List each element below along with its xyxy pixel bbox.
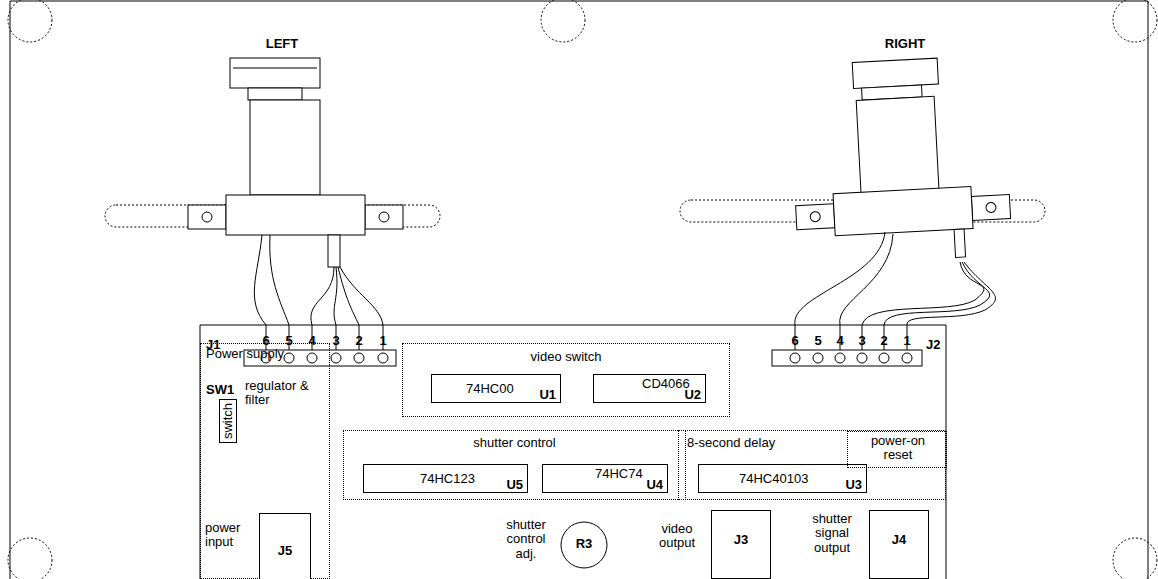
- pin-number: 2: [880, 334, 887, 348]
- pin-number: 5: [814, 334, 821, 348]
- pin-number: 4: [308, 334, 315, 348]
- ic-box: 74HC00 U1: [431, 374, 561, 403]
- part-ref: U3: [845, 478, 862, 492]
- box-text: J4: [870, 533, 928, 547]
- box-text: video switch: [403, 350, 729, 364]
- group-box: shutter control 74HC123 U5 74HC74U4: [343, 430, 686, 500]
- box-text: R3: [560, 537, 608, 551]
- pin-number: 6: [262, 334, 269, 348]
- box-text: power-on reset: [863, 434, 933, 463]
- box-text: shutter control: [344, 436, 685, 450]
- box-text: switch: [221, 403, 235, 439]
- pin-number: 4: [836, 334, 843, 348]
- box-text: CD4066: [642, 377, 690, 391]
- label: shutter signal output: [798, 512, 866, 555]
- reset-box: power-on reset: [847, 431, 947, 468]
- label: SW1: [206, 383, 234, 397]
- label: power input: [205, 521, 255, 550]
- part-ref: U2: [684, 388, 701, 402]
- box-text: J3: [712, 533, 770, 547]
- box-text: J5: [260, 544, 310, 558]
- box-text: 74HC00: [466, 382, 514, 396]
- pin-number: 3: [332, 334, 339, 348]
- group-box: video switch 74HC00 U1 CD4066U2: [402, 343, 730, 417]
- connector-box: J5: [259, 513, 311, 579]
- switch-box: switch: [219, 399, 237, 443]
- connector-box: J4: [869, 510, 929, 579]
- connector-box: J3: [711, 510, 771, 579]
- pin-number: 2: [355, 334, 362, 348]
- ic-box: CD4066U2: [593, 374, 706, 403]
- label: regulator & filter: [245, 379, 315, 408]
- part-ref: U4: [646, 478, 663, 492]
- group-box: 8-second delay 74HC40103 U3 power-on reset: [678, 430, 946, 500]
- pin-number: 5: [285, 334, 292, 348]
- box-text: 74HC40103: [739, 472, 808, 486]
- potentiometer: R3: [560, 520, 608, 579]
- pin-number: 6: [791, 334, 798, 348]
- box-text: 74HC74: [595, 467, 643, 481]
- ic-box: 74HC74U4: [542, 464, 668, 493]
- label: LEFT: [266, 37, 299, 51]
- ic-box: 74HC123 U5: [363, 464, 528, 493]
- label: RIGHT: [885, 37, 925, 51]
- label: video output: [648, 522, 706, 551]
- pin-number: 1: [903, 334, 910, 348]
- label: J1: [206, 338, 220, 352]
- box-text: 8-second delay: [687, 436, 775, 450]
- part-ref: U1: [539, 388, 556, 402]
- ic-box: 74HC40103 U3: [698, 464, 867, 493]
- box-text: 74HC123: [420, 472, 475, 486]
- label: J2: [926, 338, 940, 352]
- label: shutter control adj.: [497, 518, 555, 561]
- part-ref: U5: [506, 478, 523, 492]
- pin-number: 1: [379, 334, 386, 348]
- pin-number: 3: [858, 334, 865, 348]
